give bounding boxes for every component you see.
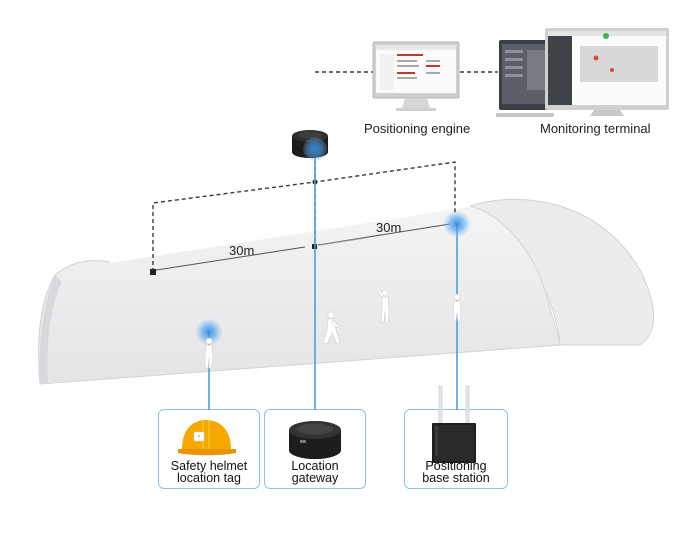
card-safety-helmet-tag: Safety helmet location tag <box>158 409 260 489</box>
card-location-gateway: Location gateway <box>264 409 366 489</box>
tunnel-left-cap <box>39 275 62 384</box>
card-line-1: Safety helmet <box>170 459 248 473</box>
monitoring-terminal <box>496 28 669 117</box>
signal-glow-gateway <box>303 137 327 161</box>
card-line-2: location tag <box>177 471 241 485</box>
positioning-engine-label: Positioning engine <box>364 121 471 136</box>
tunnel-arch-end <box>469 198 654 346</box>
blue-links <box>208 150 458 410</box>
card-line-1: Location <box>291 459 339 473</box>
card-line-2: gateway <box>291 471 339 485</box>
distance-label-left: 30m <box>229 243 255 258</box>
signal-glow-base-station <box>444 211 470 237</box>
distance-label-right: 30m <box>376 220 402 235</box>
tunnel-body <box>38 205 561 385</box>
card-line-2: base station <box>422 471 490 485</box>
tunnel <box>38 198 654 385</box>
card-positioning-base-station: Positioning base station <box>404 409 508 489</box>
monitoring-terminal-label: Monitoring terminal <box>540 121 651 136</box>
signal-glow-tag <box>196 319 222 345</box>
gateway-device-top <box>292 130 328 158</box>
positioning-engine-monitor <box>372 41 460 111</box>
network-links <box>152 71 498 272</box>
gateway-branch-link <box>152 161 456 272</box>
worker-figures <box>204 288 462 369</box>
